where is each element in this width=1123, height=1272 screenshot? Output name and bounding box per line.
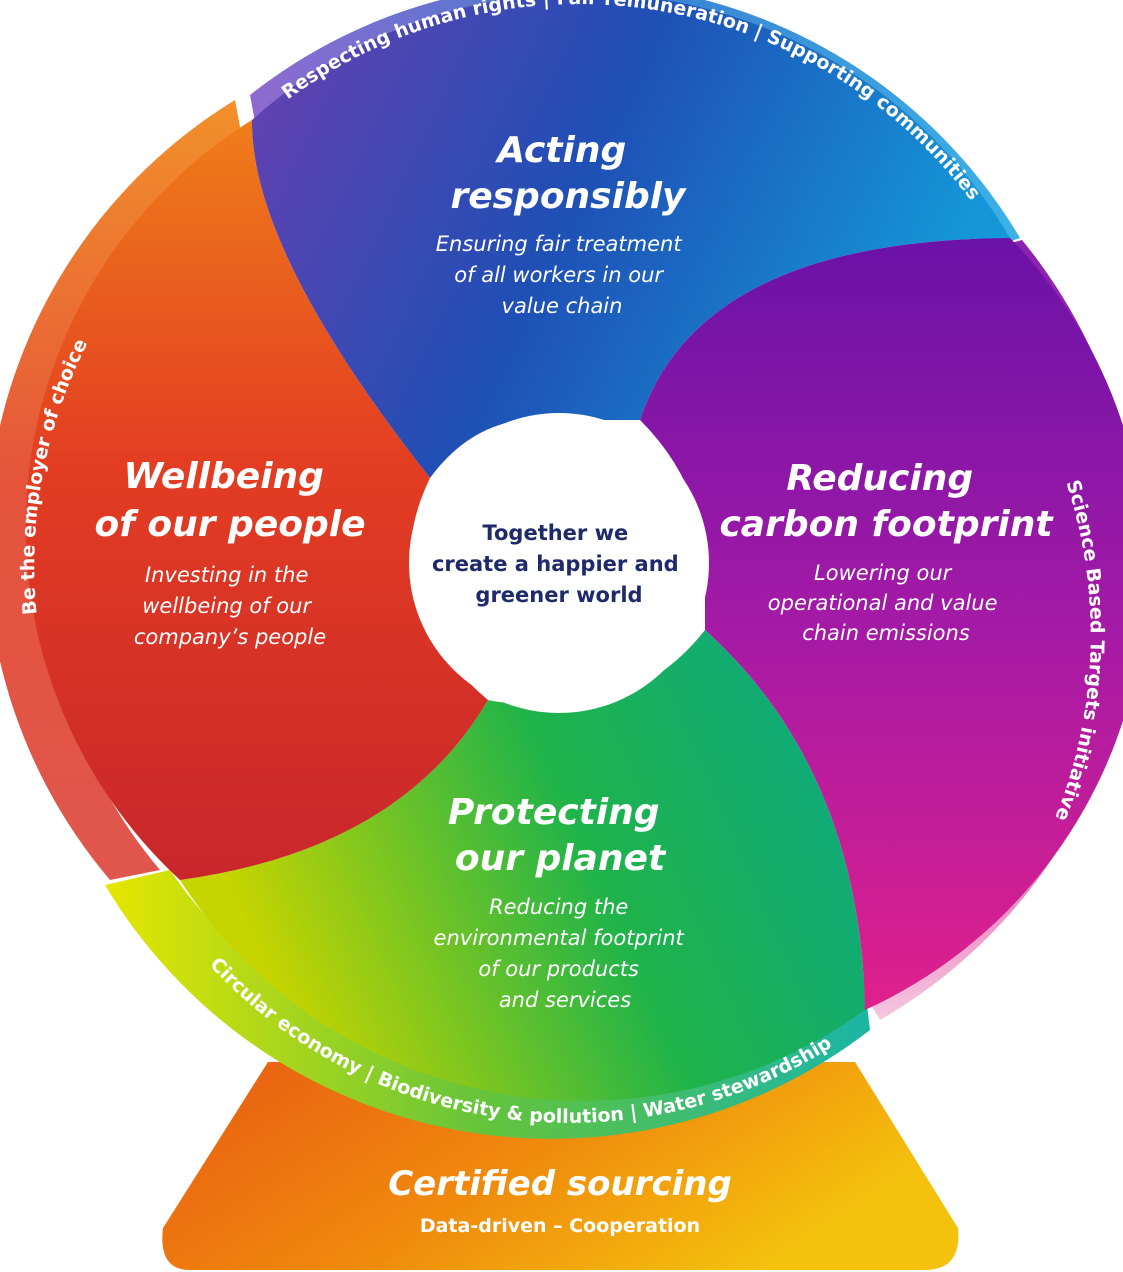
segment-protecting-planet	[180, 630, 865, 1101]
acting-title-2: responsibly	[450, 176, 687, 217]
svg-text:Lowering our operational a: Lowering our operational and value chain…	[768, 561, 1004, 645]
acting-desc-2: of all workers in our	[454, 263, 664, 287]
planet-desc-4: and services	[499, 988, 631, 1012]
center-line-1: Together we	[482, 521, 628, 545]
carbon-title-2: carbon footprint	[719, 504, 1054, 545]
people-desc-2: wellbeing of our	[142, 594, 312, 618]
svg-text:Protecting our planet: Protecting our planet	[448, 792, 672, 879]
carbon-desc-2: operational and value	[768, 591, 998, 615]
segment-acting-responsibly	[251, 0, 1010, 478]
svg-text:Reducing carbon footprint: Reducing carbon footprint	[719, 458, 1054, 545]
people-title-1: Wellbeing	[124, 456, 324, 497]
planet-desc-3: of our products	[478, 957, 639, 981]
planet-desc-1: Reducing the	[489, 895, 628, 919]
center-line-2: create a happier and	[432, 552, 679, 576]
acting-desc-3: value chain	[502, 294, 623, 318]
carbon-desc-3: chain emissions	[802, 621, 970, 645]
carbon-title-1: Reducing	[786, 458, 973, 499]
svg-text:Reducing the environmental: Reducing the environmental footprint of …	[434, 895, 691, 1012]
base-subtitle: Data-driven – Cooperation	[420, 1215, 700, 1237]
segment-wellbeing-people	[25, 120, 489, 880]
base-title: Certified sourcing	[388, 1164, 732, 1204]
planet-title-2: our planet	[455, 838, 667, 879]
svg-text:Acting responsibly: Acting responsibly	[450, 130, 687, 217]
svg-text:Wellbeing of our people: Wellbeing of our people	[94, 456, 365, 545]
acting-title-1: Acting	[494, 130, 626, 171]
svg-text:Together we create a happi: Together we create a happier and greener…	[432, 521, 686, 607]
center-line-3: greener world	[475, 583, 642, 607]
segment-reducing-carbon	[640, 238, 1123, 1010]
planet-desc-2: environmental footprint	[434, 926, 685, 950]
acting-desc-1: Ensuring fair treatment	[436, 232, 683, 256]
certified-sourcing-base	[162, 1062, 959, 1270]
svg-text:Ensuring fair treatment of: Ensuring fair treatment of all workers i…	[436, 232, 689, 318]
planet-title-1: Protecting	[448, 792, 660, 833]
people-title-2: of our people	[94, 504, 365, 545]
people-desc-1: Investing in the	[145, 563, 308, 587]
svg-text:Investing in the wellbeing: Investing in the wellbeing of our compan…	[134, 563, 326, 649]
people-desc-3: company’s people	[134, 625, 326, 649]
center-circle	[409, 413, 709, 713]
carbon-desc-1: Lowering our	[814, 561, 953, 585]
